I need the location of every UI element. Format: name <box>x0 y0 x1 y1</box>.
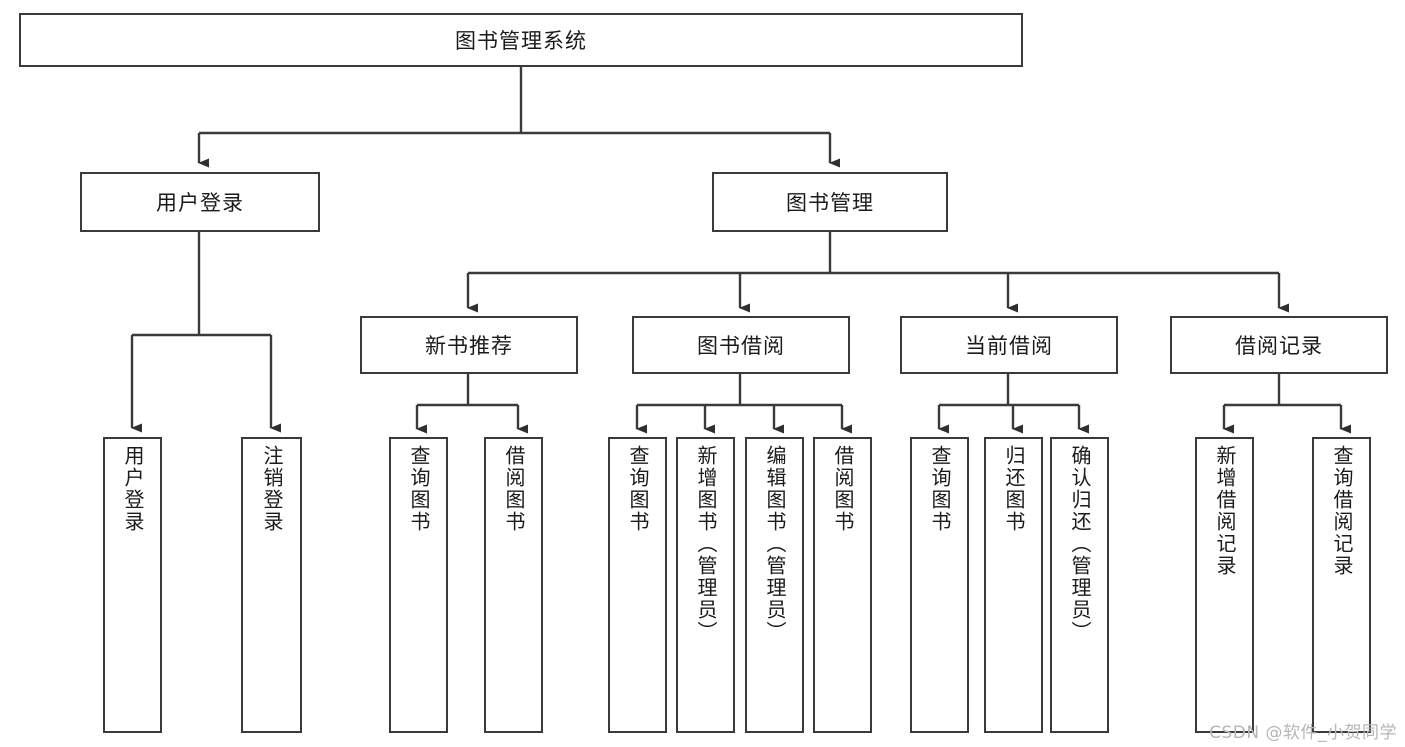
node-leaf-query-book-2[interactable]: 查询图书 <box>608 437 667 733</box>
node-leaf-borrow-book-2-label: 借阅图书 <box>831 445 855 533</box>
csdn-watermark: CSDN @软件_小贺同学 <box>1209 723 1397 743</box>
node-current-borrow-label: 当前借阅 <box>965 334 1053 358</box>
node-leaf-user-logout-label: 注销登录 <box>260 445 284 533</box>
node-new-book-recommend[interactable]: 新书推荐 <box>360 316 578 374</box>
node-leaf-edit-book-label: 编辑图书（管理员） <box>763 445 787 643</box>
node-leaf-add-book-label: 新增图书（管理员） <box>694 445 718 643</box>
node-leaf-query-book-3-label: 查询图书 <box>928 445 952 533</box>
node-leaf-user-logout[interactable]: 注销登录 <box>241 437 302 733</box>
node-leaf-query-book-3[interactable]: 查询图书 <box>910 437 969 733</box>
node-user-login[interactable]: 用户登录 <box>80 172 320 232</box>
node-leaf-add-record-label: 新增借阅记录 <box>1213 445 1237 577</box>
node-current-borrow[interactable]: 当前借阅 <box>900 316 1118 374</box>
node-root-system-label: 图书管理系统 <box>455 29 587 53</box>
node-leaf-query-record-label: 查询借阅记录 <box>1330 445 1354 577</box>
node-leaf-borrow-book-2[interactable]: 借阅图书 <box>813 437 872 733</box>
node-leaf-query-book-1-label: 查询图书 <box>407 445 431 533</box>
node-book-borrow[interactable]: 图书借阅 <box>632 316 850 374</box>
node-leaf-edit-book[interactable]: 编辑图书（管理员） <box>745 437 804 733</box>
node-leaf-query-book-1[interactable]: 查询图书 <box>389 437 448 733</box>
node-leaf-borrow-book-1-label: 借阅图书 <box>502 445 526 533</box>
node-borrow-record-label: 借阅记录 <box>1235 334 1323 358</box>
node-book-management-label: 图书管理 <box>786 191 874 215</box>
node-leaf-return-book[interactable]: 归还图书 <box>984 437 1043 733</box>
node-borrow-record[interactable]: 借阅记录 <box>1170 316 1388 374</box>
node-leaf-return-book-label: 归还图书 <box>1002 445 1026 533</box>
node-root-system[interactable]: 图书管理系统 <box>19 13 1023 67</box>
node-book-borrow-label: 图书借阅 <box>697 334 785 358</box>
node-leaf-add-record[interactable]: 新增借阅记录 <box>1195 437 1254 733</box>
node-leaf-user-login[interactable]: 用户登录 <box>103 437 162 733</box>
node-user-login-label: 用户登录 <box>156 191 244 215</box>
node-leaf-query-book-2-label: 查询图书 <box>626 445 650 533</box>
node-leaf-confirm-return[interactable]: 确认归还（管理员） <box>1050 437 1109 733</box>
node-leaf-user-login-label: 用户登录 <box>121 445 145 533</box>
node-leaf-borrow-book-1[interactable]: 借阅图书 <box>484 437 543 733</box>
node-new-book-recommend-label: 新书推荐 <box>425 334 513 358</box>
node-leaf-add-book[interactable]: 新增图书（管理员） <box>676 437 735 733</box>
node-book-management[interactable]: 图书管理 <box>712 172 948 232</box>
node-leaf-confirm-return-label: 确认归还（管理员） <box>1068 445 1092 643</box>
node-leaf-query-record[interactable]: 查询借阅记录 <box>1312 437 1371 733</box>
